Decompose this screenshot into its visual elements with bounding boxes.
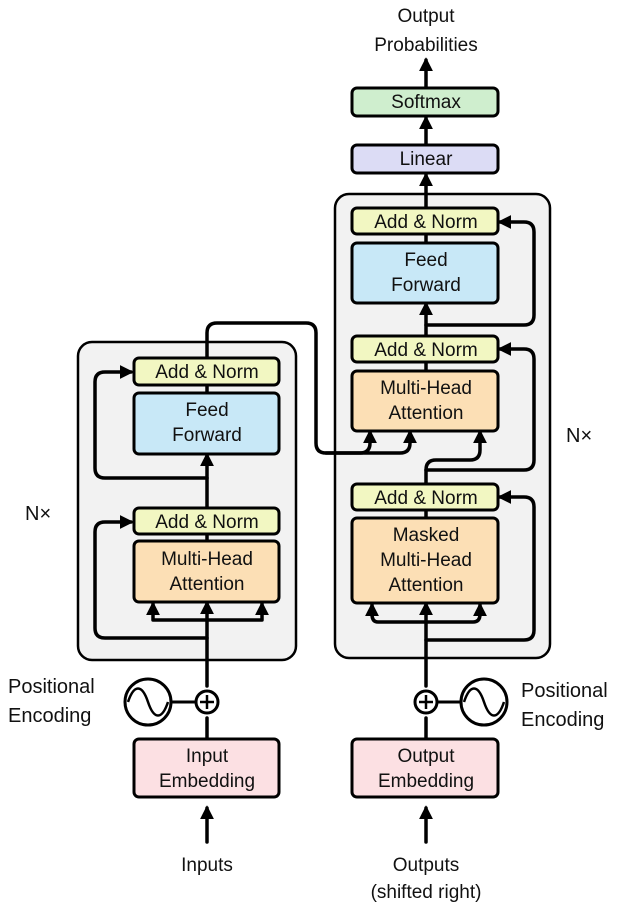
input-embedding-box [132,737,281,799]
encoder-nx-label: N× [25,503,51,525]
encoder-mha-line-1: Multi-Head [161,549,253,570]
output-embedding-box [350,737,500,799]
encoder-mha-line-2: Attention [170,574,245,595]
inputs-label: Inputs [181,855,233,876]
output-probabilities-line-2: Probabilities [374,35,478,56]
decoder-add-norm-3-box [350,206,500,236]
encoder-positional-label-2: Encoding [8,705,91,727]
encoder-add-norm-1-box [132,506,281,536]
encoder-ff-line-2: Forward [172,425,242,446]
decoder-ff-line-1: Feed [404,250,447,271]
softmax-label: Softmax [391,92,461,113]
linear-label: Linear [400,149,453,170]
decoder-positional-encoding-symbol [413,677,509,727]
encoder-ff-box [132,391,281,456]
encoder-mha-box [132,539,281,604]
decoder-arrows [365,57,536,844]
encoder-positional-encoding-symbol [123,677,220,727]
decoder-masked-mha-box [350,516,500,605]
decoder-ff-box [350,241,500,305]
decoder-ff-line-2: Forward [391,275,461,296]
linear-box [350,143,500,175]
encoder-arrows [93,321,417,844]
decoder-add-norm-1-label: Add & Norm [374,488,477,509]
decoder-masked-mha-line-2: Multi-Head [380,550,472,571]
decoder-mha-line-2: Attention [389,403,464,424]
decoder-nx-label: N× [566,425,592,447]
output-embedding-line-1: Output [397,746,455,767]
encoder-add-norm-2-box [132,356,281,387]
input-embedding-line-2: Embedding [159,771,255,792]
softmax-box [350,86,500,118]
decoder-add-norm-2-box [350,334,500,364]
input-embedding-line-1: Input [186,746,229,767]
output-probabilities-line-1: Output [397,6,455,27]
decoder-mha-box [350,369,500,433]
encoder-positional-label-1: Positional [8,676,95,698]
outputs-label-1: Outputs [393,855,460,876]
decoder-masked-mha-line-1: Masked [393,525,460,546]
decoder-positional-label-1: Positional [521,680,608,702]
encoder-ff-line-1: Feed [185,400,228,421]
encoder-add-norm-1-label: Add & Norm [155,512,258,533]
decoder-masked-mha-line-3: Attention [389,575,464,596]
decoder-add-norm-2-label: Add & Norm [374,340,477,361]
decoder-add-norm-1-box [350,482,500,512]
encoder-add-norm-2-label: Add & Norm [155,362,258,383]
output-embedding-line-2: Embedding [378,771,474,792]
decoder-positional-label-2: Encoding [521,709,604,731]
decoder-add-norm-3-label: Add & Norm [374,212,477,233]
outputs-label-2: (shifted right) [371,882,482,903]
decoder-mha-line-1: Multi-Head [380,378,472,399]
